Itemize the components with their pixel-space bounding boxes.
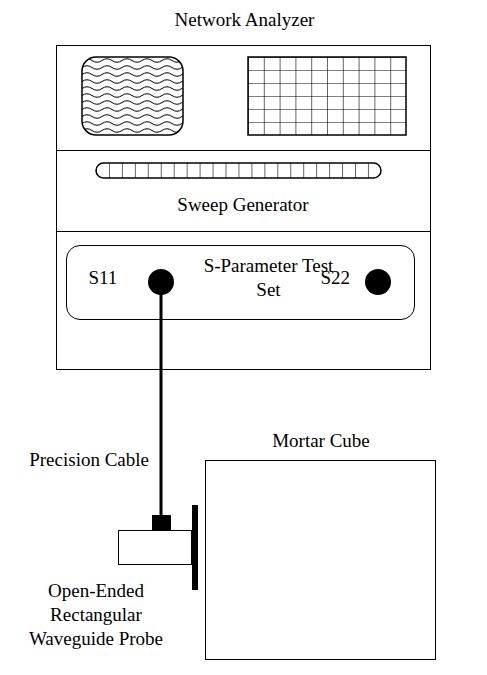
mortar-cube: Mortar Cube [205, 460, 436, 660]
cable-label: Precision Cable [27, 448, 151, 472]
analyzer-box: Network AnalyzerSweep GeneratorS11S-Para… [56, 45, 431, 370]
section-label: Sweep Generator [56, 193, 431, 217]
waveguide-probe: Open-Ended Rectangular Waveguide Probe [118, 530, 192, 565]
device-title: Network Analyzer [57, 8, 432, 32]
test-set-box: S11 S-Parameter Test SetS22 [66, 245, 415, 320]
port-s11 [148, 269, 174, 295]
precision-cable [160, 320, 163, 531]
port-label: S11 [89, 266, 149, 290]
display-grid [248, 57, 406, 135]
specimen-label: Mortar Cube [226, 429, 416, 453]
port-label: S22 [321, 266, 381, 290]
sweep-band: Sweep Generator [56, 150, 431, 232]
display-screen [82, 57, 183, 135]
port-s22 [365, 269, 391, 295]
section-label: S-Parameter Test Set [199, 254, 339, 302]
probe-flange [192, 505, 198, 590]
sweep-bar [96, 163, 381, 178]
probe-label: Open-Ended Rectangular Waveguide Probe [11, 579, 181, 651]
